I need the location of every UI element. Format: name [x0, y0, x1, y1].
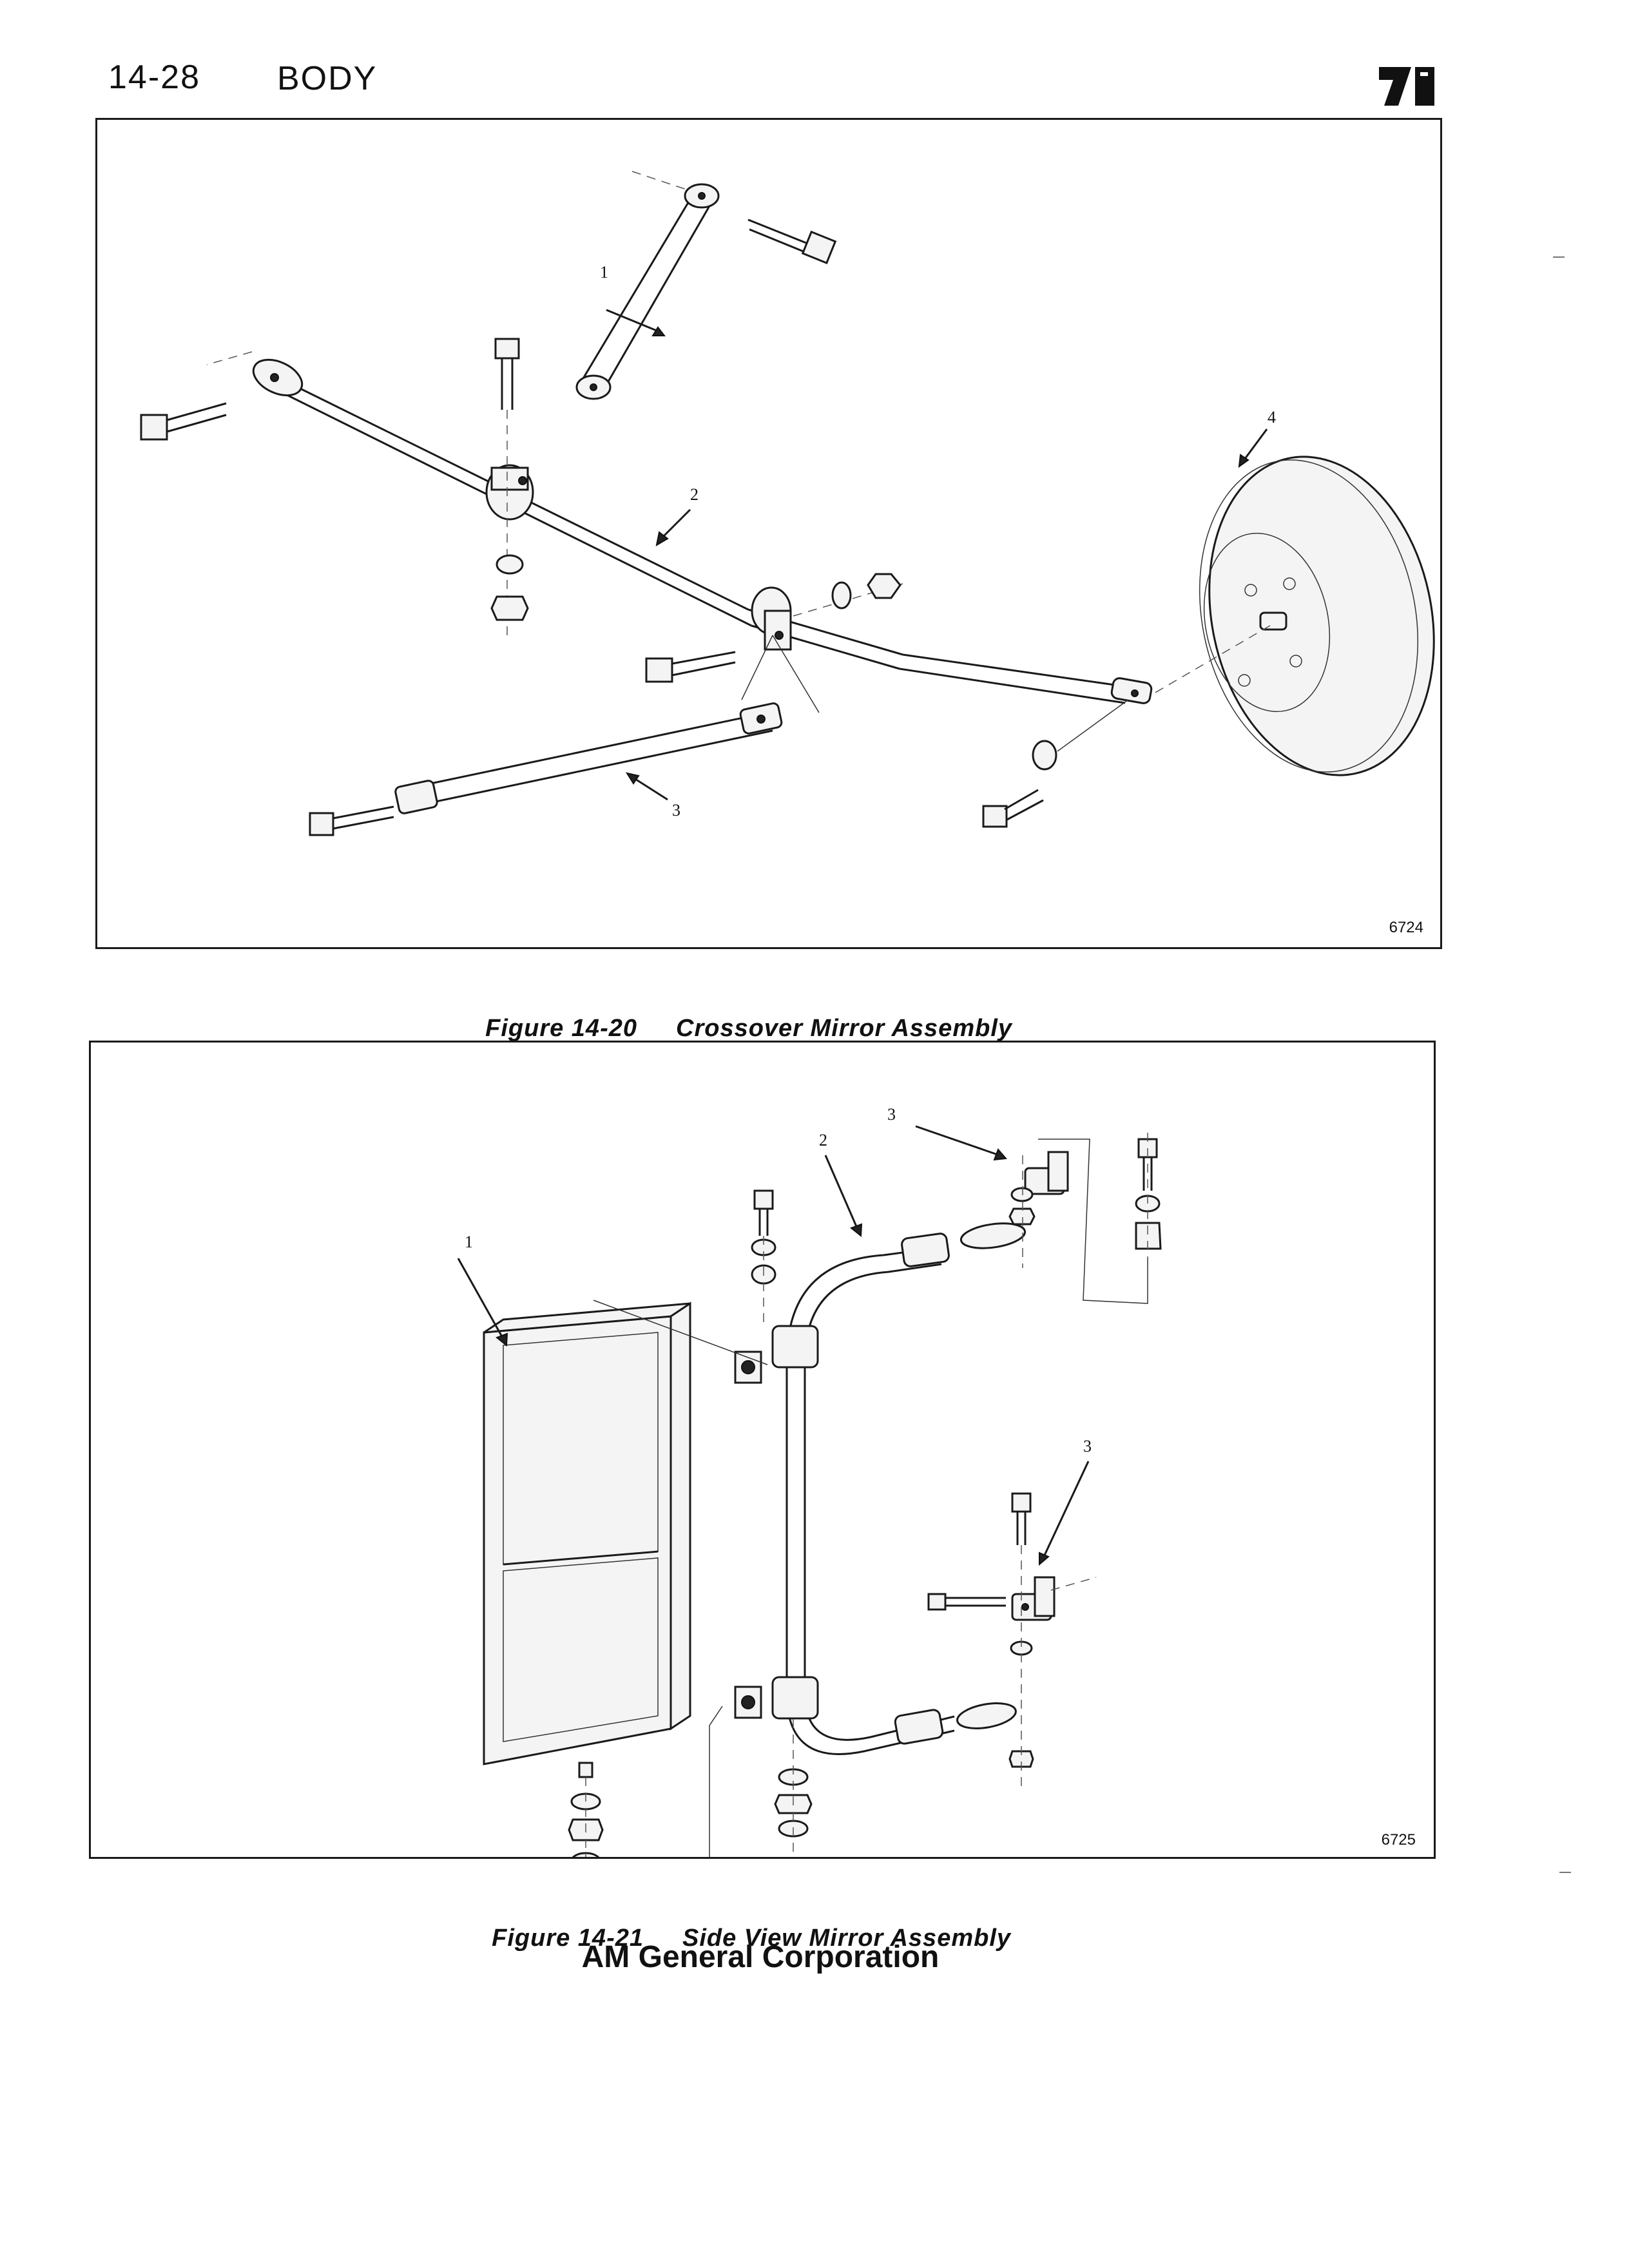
callout-3-lower: 3 [1083, 1437, 1092, 1456]
figure-crossover-mirror: 1 2 3 4 6724 [95, 118, 1442, 949]
callout-1: 1 [465, 1233, 473, 1251]
drawing-number: 6725 [1381, 1831, 1416, 1849]
scan-mark [1559, 1872, 1571, 1873]
caption-number: Figure 14-21 [492, 1925, 644, 1952]
callout-2: 2 [690, 485, 699, 504]
callout-3-upper: 3 [887, 1105, 896, 1124]
upper-bracket [1008, 1151, 1069, 1225]
mirror-arm [786, 1222, 1027, 1755]
crossbar [252, 358, 1153, 704]
figure-side-view-mirror: 1 2 3 3 6725 [89, 1041, 1436, 1859]
callout-1: 1 [600, 263, 608, 282]
caption-title: Crossover Mirror Assembly [676, 1015, 1013, 1042]
lower-rod [394, 702, 783, 814]
rectangular-mirror [483, 1302, 691, 1778]
crossover-mirror-illustration: 1 2 3 4 [140, 171, 1435, 836]
vertical-bolt-left [490, 338, 529, 635]
lower-bracket [1011, 1576, 1055, 1621]
side-view-mirror-illustration: 1 2 3 3 [457, 1105, 1162, 1857]
mirror-lower-hardware [568, 1792, 604, 1857]
manufacturer-logo-icon [1379, 67, 1434, 106]
lower-left-bolt [309, 805, 394, 836]
company-name: AM General Corporation [581, 1940, 940, 1974]
lower-arm-clamp [734, 1676, 819, 1720]
left-end-bolt [140, 402, 227, 441]
scan-mark [1553, 256, 1565, 258]
top-bolt [747, 218, 837, 265]
section-title: BODY [277, 60, 378, 97]
drawing-number: 6724 [1389, 919, 1423, 936]
upper-right-stack [1135, 1138, 1162, 1250]
caption-title: Side View Mirror Assembly [682, 1925, 1012, 1952]
lower-bracket-bolt [927, 1492, 1034, 1768]
round-mirror [1199, 456, 1435, 776]
center-clamp [751, 586, 792, 651]
figure-caption: Figure 14-20 Crossover Mirror Assembly [470, 987, 1012, 1043]
caption-number: Figure 14-20 [485, 1015, 637, 1042]
left-clamp [485, 464, 534, 521]
callout-3: 3 [672, 801, 680, 820]
callout-2: 2 [819, 1131, 827, 1149]
upper-left-stack [751, 1189, 776, 1285]
figure-caption: Figure 14-21 Side View Mirror Assembly [477, 1897, 1011, 1952]
mirror-bolt [982, 699, 1129, 828]
lower-left-stack [774, 1768, 813, 1838]
page-number: 14-28 [108, 59, 200, 96]
upper-arm-clamp [734, 1325, 819, 1384]
callout-4: 4 [1268, 408, 1276, 427]
center-bolt [645, 651, 736, 683]
upper-brace [575, 183, 720, 400]
